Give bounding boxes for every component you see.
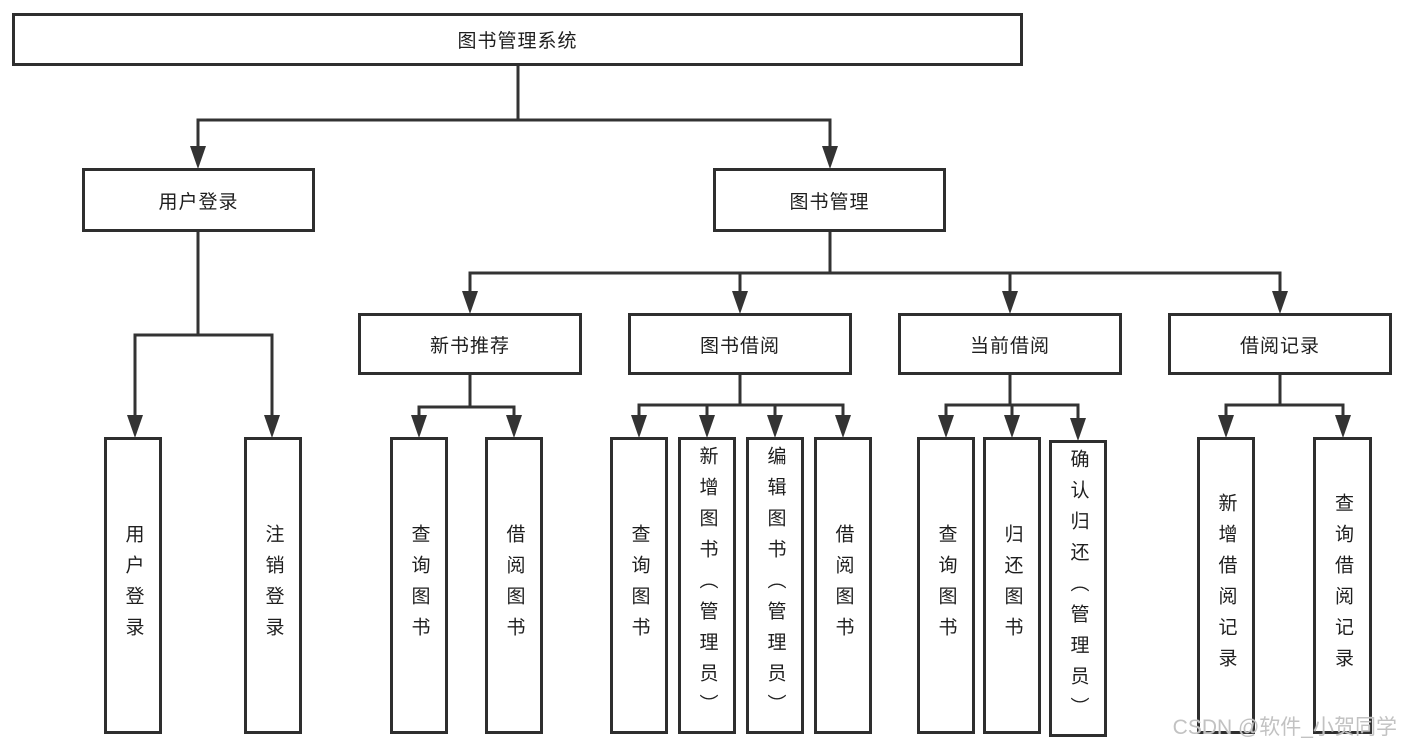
leaf-label: 查询图书 — [628, 523, 650, 648]
node-label: 图书管理系统 — [457, 31, 578, 52]
leaf-label: 新增图书（管理员） — [696, 446, 718, 725]
node-new-book-recommend: 新书推荐 — [358, 313, 582, 375]
node-current-borrow: 当前借阅 — [898, 313, 1122, 375]
leaf-label: 查询图书 — [408, 523, 430, 648]
node-label: 新书推荐 — [429, 335, 510, 357]
leaf-query-books-3: 查询图书 — [917, 437, 975, 734]
leaf-label: 归还图书 — [1001, 523, 1023, 648]
leaf-label: 借阅图书 — [503, 523, 525, 648]
node-label: 图书管理 — [789, 191, 870, 213]
leaf-label: 确认归还（管理员） — [1067, 449, 1089, 728]
node-label: 借阅记录 — [1239, 335, 1320, 357]
node-book-borrow: 图书借阅 — [628, 313, 852, 375]
node-label: 当前借阅 — [969, 335, 1050, 357]
leaf-label: 借阅图书 — [832, 523, 854, 648]
leaf-label: 查询图书 — [935, 523, 957, 648]
leaf-label: 用户登录 — [122, 523, 144, 648]
node-user-login: 用户登录 — [82, 168, 315, 232]
leaf-borrow-books-1: 借阅图书 — [485, 437, 543, 734]
leaf-query-books-1: 查询图书 — [390, 437, 448, 734]
leaf-return-books: 归还图书 — [983, 437, 1041, 734]
leaf-confirm-return-admin: 确认归还（管理员） — [1049, 440, 1107, 737]
leaf-label: 注销登录 — [262, 523, 284, 648]
leaf-query-books-2: 查询图书 — [610, 437, 668, 734]
leaf-user-login: 用户登录 — [104, 437, 162, 734]
arrowheads — [127, 146, 1351, 441]
leaf-add-borrow-record: 新增借阅记录 — [1197, 437, 1255, 734]
leaf-borrow-books-2: 借阅图书 — [814, 437, 872, 734]
node-label: 用户登录 — [158, 191, 239, 213]
node-borrow-records: 借阅记录 — [1168, 313, 1392, 375]
leaf-edit-books-admin: 编辑图书（管理员） — [746, 437, 804, 734]
leaf-label: 新增借阅记录 — [1215, 492, 1237, 679]
leaf-query-borrow-record: 查询借阅记录 — [1313, 437, 1372, 734]
leaf-label: 编辑图书（管理员） — [764, 446, 786, 725]
leaf-label: 查询借阅记录 — [1332, 492, 1353, 679]
csdn-watermark: CSDN @软件_小贺同学 — [1172, 716, 1397, 739]
leaf-logout: 注销登录 — [244, 437, 302, 734]
node-label: 图书借阅 — [699, 335, 780, 357]
node-book-management: 图书管理 — [713, 168, 946, 232]
leaf-add-books-admin: 新增图书（管理员） — [678, 437, 736, 734]
node-library-management-system: 图书管理系统 — [12, 13, 1023, 66]
